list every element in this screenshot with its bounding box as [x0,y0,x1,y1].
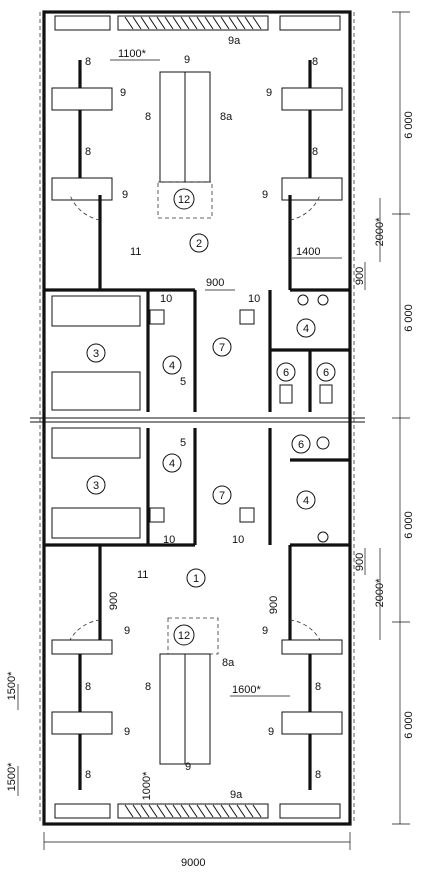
dim-900-right-lower: 900 [354,553,366,571]
label-8-e: 8 [312,146,318,158]
room-12-lower-marker [173,624,195,646]
room-3-lower-marker [86,475,106,495]
room-4-c-label: 4 [169,458,175,470]
room-6-c-marker [291,434,311,454]
label-8-a: 8 [85,56,91,68]
room-12-upper-label: 12 [178,194,190,206]
label-8-c: 8 [145,111,151,123]
label-8-h: 8 [145,681,151,693]
room-4-a-label: 4 [169,360,175,372]
room-6-c-label: 6 [298,439,304,451]
label-9-a: 9 [184,54,190,66]
label-8-f: 8 [85,681,91,693]
room-4-d-label: 4 [303,495,309,507]
label-8-d: 8 [85,146,91,158]
dim-1500-a: 1500* [6,671,18,700]
label-9-d: 9 [122,189,128,201]
lower-service-block [44,427,350,641]
room-4-d-marker [296,490,316,510]
label-5-lower: 5 [180,437,186,449]
label-9-e: 9 [262,189,268,201]
label-10-b: 10 [248,293,260,305]
dim-6000-2: 6 000 [403,304,415,332]
dim-6000-4: 6 000 [403,711,415,739]
room-1-label: 1 [193,573,199,585]
label-11-lower: 11 [137,569,148,581]
room-3-upper-marker [86,343,106,363]
outer-walls [30,10,365,826]
dimension-lines [17,11,410,850]
dim-1100: 1100* [118,48,147,60]
room-7-upper-marker [212,337,232,357]
upper-side-units [51,60,343,219]
upper-service-block [44,194,350,412]
room-7-lower-marker [212,485,232,505]
room-2-label: 2 [196,238,202,250]
label-9a-bottom: 9a [230,789,243,801]
room-12-upper-marker [173,188,195,210]
shelf-top [54,15,341,31]
dimension-texts: 1100* 900 1400 1600* 9000 6 000 6 000 6 … [6,48,415,869]
room-4-b-label: 4 [303,323,309,335]
label-5-upper: 5 [180,376,186,388]
room-7-upper-label: 7 [219,342,225,354]
label-8-i: 8 [85,769,91,781]
dim-900-top: 900 [206,277,224,289]
label-10-a: 10 [160,293,172,305]
lower-side-units [51,617,343,790]
label-9-g: 9 [262,625,268,637]
dim-2000-upper: 2000* [374,217,386,246]
room-3-lower-label: 3 [93,480,99,492]
label-10-c: 10 [163,534,175,546]
label-8a-upper: 8a [220,111,233,123]
room-2-marker [189,233,209,253]
label-8-b: 8 [312,56,318,68]
label-11-upper: 11 [130,246,141,258]
dim-6000-3: 6 000 [403,511,415,539]
dim-1600: 1600* [232,684,261,696]
label-8a-lower: 8a [222,657,235,669]
room-12-lower-label: 12 [178,630,190,642]
label-8-j: 8 [315,769,321,781]
room-1-marker [186,568,206,588]
dim-1400: 1400 [296,246,320,258]
room-6-a-label: 6 [283,367,289,379]
dim-1500-b: 1500* [6,762,18,791]
dim-2000-lower: 2000* [374,578,386,607]
label-9-h: 9 [124,726,130,738]
shelf-bottom [54,803,341,819]
label-10-d: 10 [232,534,244,546]
dim-900-right-upper: 900 [354,267,366,285]
room-numbers: 1 2 3 3 4 4 4 4 7 7 6 6 6 12 12 [86,188,336,646]
room-6-b-marker [316,362,336,382]
element-labels: 5 5 10 10 10 10 11 11 8 8 8 8 8 8 8 8 8 … [85,35,321,801]
label-9-i: 9 [268,726,274,738]
label-9a-top: 9a [228,35,241,47]
room-7-lower-label: 7 [219,490,225,502]
label-9-f: 9 [124,625,130,637]
room-3-upper-label: 3 [93,348,99,360]
room-6-b-label: 6 [323,367,329,379]
dim-900-left-door: 900 [108,592,120,610]
label-9-b: 9 [120,87,126,99]
room-6-a-marker [276,362,296,382]
dim-900-right-door: 900 [268,596,280,614]
dim-6000-1: 6 000 [403,111,415,139]
room-4-a-marker [162,355,182,375]
dim-1000: 1000* [141,771,153,800]
label-9-j: 9 [185,761,191,773]
room-4-b-marker [296,318,316,338]
label-9-c: 9 [266,87,272,99]
room-4-c-marker [162,453,182,473]
dim-9000: 9000 [181,857,205,869]
label-8-g: 8 [315,681,321,693]
